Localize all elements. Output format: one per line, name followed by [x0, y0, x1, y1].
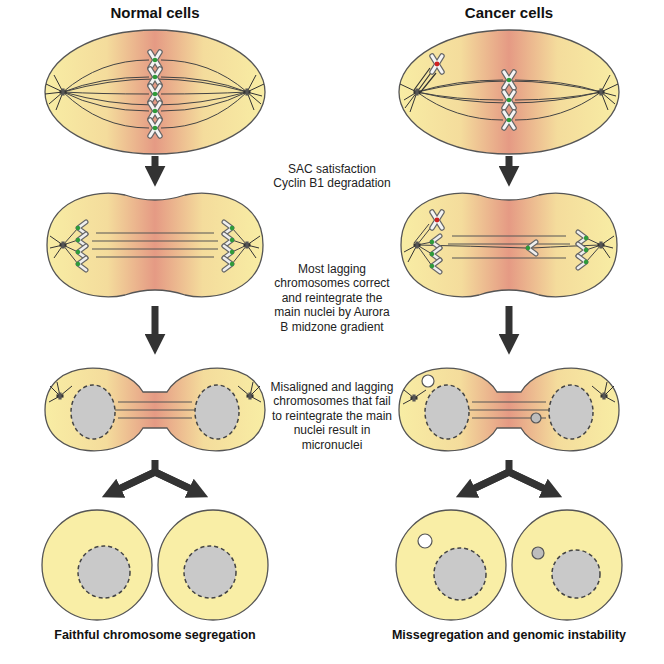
chromosome	[150, 86, 160, 102]
misaligned-chromosome	[432, 56, 442, 72]
spindle-pole	[57, 393, 64, 400]
outcome-label: Faithful chromosome segregation	[20, 628, 290, 643]
micronucleus	[532, 547, 544, 559]
daughter-cells-normal	[42, 510, 268, 620]
column-heading: Cancer cells	[409, 4, 609, 22]
spindle-pole	[598, 89, 605, 96]
label-slot: Missegregation and genomic instability	[364, 628, 654, 643]
daughter-cell	[158, 510, 268, 620]
main-nucleus	[434, 548, 486, 600]
main-nucleus	[184, 546, 236, 598]
split-arrow-head	[471, 472, 509, 490]
label-slot: Most lagging chromosomes correct and rei…	[270, 262, 394, 334]
micronucleus	[418, 534, 432, 548]
metaphase-cell-normal	[45, 30, 265, 154]
cell-outline	[401, 193, 617, 297]
cell-outline	[399, 368, 619, 451]
chromosome	[150, 69, 160, 85]
spindle-pole	[414, 242, 421, 249]
spindle-pole	[60, 242, 67, 249]
spindle-pole	[601, 393, 608, 400]
misaligned-chromosome	[432, 212, 442, 228]
lagging-chromatid	[526, 242, 536, 254]
chromosome	[150, 52, 160, 68]
step-note: Most lagging chromosomes correct and rei…	[270, 262, 394, 334]
cell-outline	[45, 30, 265, 154]
daughter-cell	[42, 510, 152, 620]
micronucleus	[422, 375, 434, 387]
split-arrow	[471, 460, 547, 490]
telophase-cell-cancer	[399, 368, 619, 451]
label-slot: Faithful chromosome segregation	[20, 628, 290, 643]
spindle-pole	[244, 89, 251, 96]
micronucleus	[531, 413, 541, 423]
chromosome	[504, 92, 514, 108]
chromosome	[150, 103, 160, 119]
spindle-pole	[598, 242, 605, 249]
spindle-pole	[411, 395, 418, 402]
spindle-pole	[414, 89, 421, 96]
telophase-cell-normal	[45, 368, 265, 451]
label-slot: SAC satisfaction Cyclin B1 degradation	[270, 162, 394, 191]
main-nucleus	[552, 550, 600, 598]
cell-outline	[45, 368, 265, 451]
chromosome	[504, 72, 514, 88]
step-arrow	[506, 306, 513, 338]
label-slot: Misaligned and lagging chromosomes that …	[270, 380, 394, 452]
split-arrow-head	[509, 472, 547, 490]
metaphase-cell-cancer	[399, 30, 619, 154]
cell-outline	[47, 193, 263, 297]
chromosome	[504, 112, 514, 128]
spindle-pole	[247, 393, 254, 400]
midzone-microtubules	[115, 402, 195, 418]
main-nucleus	[425, 385, 469, 439]
main-nucleus	[195, 385, 239, 439]
outcome-label: Missegregation and genomic instability	[364, 628, 654, 643]
step-arrow	[152, 156, 159, 170]
label-slot: Cancer cells	[409, 4, 609, 22]
split-arrow-head	[117, 472, 155, 490]
chromatid	[224, 258, 234, 270]
midzone-microtubules	[448, 236, 570, 258]
chromatid	[430, 260, 440, 272]
step-note: SAC satisfaction Cyclin B1 degradation	[270, 162, 394, 191]
column-heading: Normal cells	[55, 4, 255, 22]
spindle-microtubules	[63, 60, 247, 128]
chromatid	[76, 258, 86, 270]
step-arrow	[152, 306, 159, 338]
step-note: Misaligned and lagging chromosomes that …	[270, 380, 394, 452]
main-nucleus	[71, 385, 115, 439]
spindle-pole	[60, 89, 67, 96]
cell-outline	[399, 30, 619, 154]
kinetochore-fibers	[63, 228, 247, 264]
chromosome	[150, 120, 160, 136]
anaphase-cell-normal	[47, 193, 263, 297]
chromatid	[578, 256, 588, 268]
midzone-microtubules	[92, 233, 218, 257]
split-arrow-head	[155, 472, 193, 490]
daughter-cell	[396, 510, 506, 620]
label-slot: Normal cells	[55, 4, 255, 22]
main-nucleus	[549, 385, 593, 439]
spindle-pole	[244, 242, 251, 249]
step-arrow	[506, 156, 513, 170]
anaphase-cell-cancer	[401, 193, 617, 297]
split-arrow	[117, 460, 193, 490]
daughter-cell	[512, 510, 622, 620]
spindle-microtubules	[417, 80, 601, 120]
daughter-cells-cancer	[396, 510, 622, 620]
main-nucleus	[78, 546, 130, 598]
